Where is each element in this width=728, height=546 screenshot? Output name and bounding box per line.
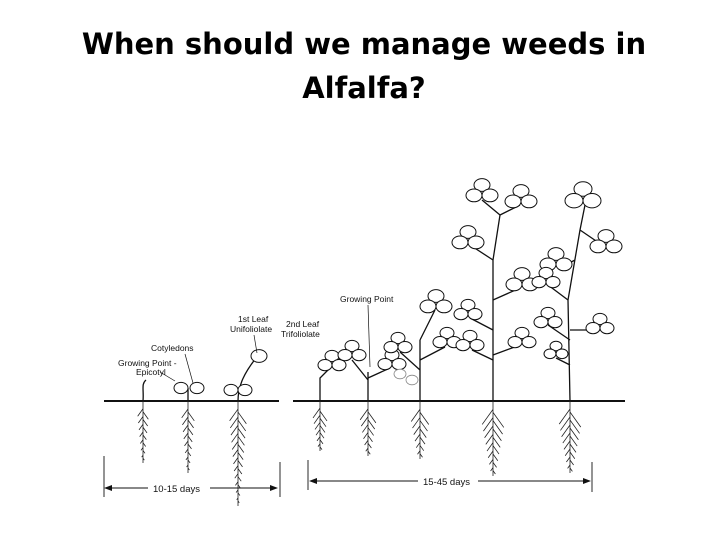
plant-stem	[142, 379, 147, 402]
trifoliate-leaf	[504, 194, 522, 209]
trifoliate-leaf	[573, 181, 593, 197]
trifoliate-leaf	[505, 277, 523, 292]
trifoliate-leaf	[453, 308, 469, 321]
cotyledon-leaf	[237, 383, 253, 397]
trifoliate-leaf	[469, 339, 485, 352]
label-cotyledons: Cotyledons	[151, 343, 194, 353]
label-trifoliolate: Trifoliolate	[281, 329, 320, 339]
trifoliate-leaf	[331, 359, 347, 372]
label-epicotyl: Epicotyl	[136, 367, 166, 377]
trifoliate-leaf	[514, 326, 530, 340]
root-system	[558, 401, 582, 473]
root-system	[137, 401, 149, 463]
trifoliate-leaf	[383, 341, 399, 354]
plant-stem	[547, 204, 603, 402]
leader-unifoliolate	[253, 334, 258, 354]
label-growing-point-epicotyl: Growing Point -	[118, 358, 177, 368]
weed-leaf	[393, 368, 407, 380]
trifoliate-leaf	[467, 235, 485, 250]
plant-stem	[319, 367, 331, 401]
label-10-15-days: 10-15 days	[153, 484, 200, 495]
trifoliate-leaf	[397, 341, 413, 354]
trifoliate-leaf	[582, 193, 602, 209]
trifoliate-leaf	[455, 339, 471, 352]
trifoliate-leaf	[419, 299, 437, 314]
trifoliate-leaf	[547, 247, 565, 261]
trifoliate-leaf	[555, 257, 573, 272]
trifoliate-leaf	[513, 267, 531, 281]
root-system	[359, 401, 377, 456]
title-line-2: Alfalfa?	[302, 71, 426, 105]
arrow-late-right	[583, 478, 591, 484]
trifoliate-leaf	[520, 194, 538, 209]
arrow-late-left	[309, 478, 317, 484]
trifoliate-leaf	[451, 235, 469, 250]
trifoliate-leaf	[533, 316, 549, 329]
root-system	[312, 401, 328, 451]
label-second-leaf: 2nd Leaf	[286, 319, 320, 329]
trifoliate-leaf	[465, 188, 483, 203]
leader-growing-point	[367, 304, 371, 368]
root-system	[481, 401, 505, 476]
trifoliate-leaf	[547, 316, 563, 329]
arrow-early-right	[270, 485, 278, 491]
trifoliate-leaf	[545, 276, 561, 289]
trifoliate-leaf	[531, 276, 547, 289]
trifoliate-leaf	[585, 322, 601, 335]
trifoliate-leaf	[549, 340, 563, 352]
trifoliate-leaf	[432, 336, 448, 349]
trifoliate-leaf	[540, 306, 556, 320]
trifoliate-leaf	[460, 298, 476, 312]
unifoliolate-leaf	[250, 349, 268, 363]
trifoliate-leaf	[507, 336, 523, 349]
trifoliate-leaf	[512, 184, 530, 198]
trifoliate-leaf	[467, 308, 483, 321]
label-first-leaf: 1st Leaf	[238, 314, 269, 324]
trifoliate-leaf	[473, 178, 491, 192]
cotyledon-leaf	[189, 381, 205, 395]
label-15-45-days: 15-45 days	[423, 477, 470, 488]
trifoliate-leaf	[481, 188, 499, 203]
trifoliate-leaf	[391, 358, 407, 371]
cotyledon-leaf	[173, 381, 189, 395]
trifoliate-leaf	[589, 239, 607, 254]
trifoliate-leaf	[521, 336, 537, 349]
plant-stem	[469, 199, 521, 401]
label-growing-point: Growing Point	[340, 294, 394, 304]
trifoliate-leaf	[592, 312, 608, 326]
plant-stem	[399, 309, 446, 401]
trifoliate-leaf	[462, 329, 478, 343]
leader-epicotyl	[159, 371, 176, 382]
trifoliate-leaf	[459, 225, 477, 239]
trifoliate-leaf	[317, 359, 333, 372]
trifoliate-leaf	[351, 349, 367, 362]
trifoliate-leaf	[599, 322, 615, 335]
leader-cotyledons	[184, 353, 194, 384]
trifoliate-leaf	[605, 239, 623, 254]
root-system	[229, 401, 247, 506]
seedlings	[137, 178, 623, 506]
trifoliate-leaf	[543, 348, 557, 360]
trifoliate-leaf	[337, 349, 353, 362]
trifoliate-leaf	[435, 299, 453, 314]
trifoliate-leaf	[390, 331, 406, 345]
root-system	[181, 401, 195, 473]
title-line-1: When should we manage weeds in	[81, 27, 647, 61]
trifoliate-leaf	[439, 326, 455, 340]
trifoliate-leaf	[538, 266, 554, 280]
slide-title: When should we manage weeds in Alfalfa?	[0, 22, 728, 110]
trifoliate-leaf	[377, 358, 393, 371]
plant-stem	[237, 357, 257, 402]
trifoliate-leaf	[564, 193, 584, 209]
root-system	[410, 401, 430, 459]
trifoliate-leaf	[344, 339, 360, 353]
cotyledon-leaf	[223, 383, 239, 397]
trifoliate-leaf	[555, 348, 569, 360]
trifoliate-leaf	[597, 229, 615, 243]
weed-leaf	[405, 374, 419, 386]
arrow-early-left	[104, 485, 112, 491]
label-unifoliolate: Unifoliolate	[230, 324, 272, 334]
trifoliate-leaf	[427, 289, 445, 303]
